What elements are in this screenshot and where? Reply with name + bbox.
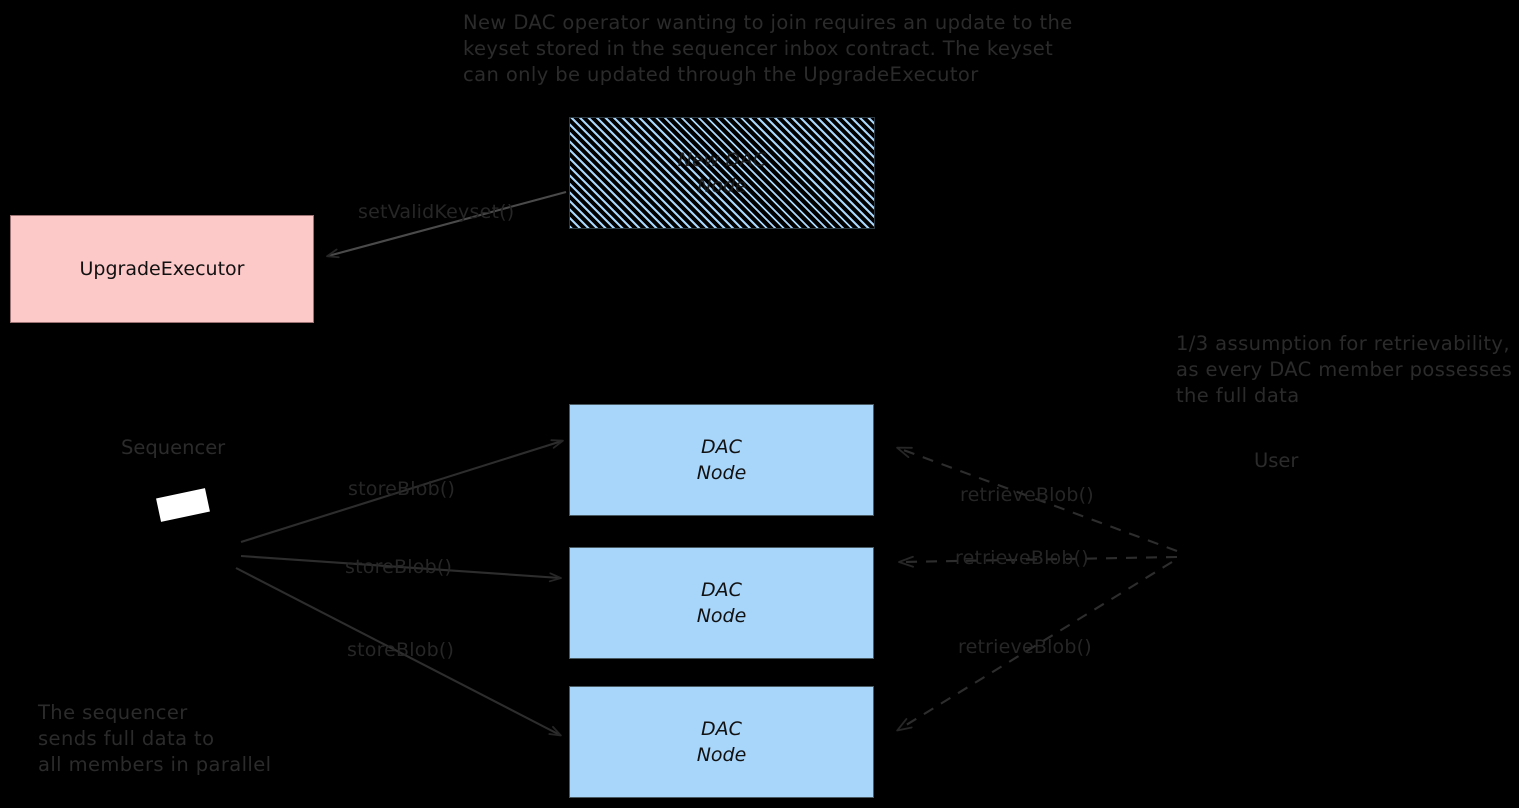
note-top: New DAC operator wanting to join require…	[463, 11, 1073, 86]
new-dac-node-box[interactable]: New DAC Node	[569, 117, 875, 229]
edge-label-store-blob-3: storeBlob()	[347, 639, 455, 661]
note-right: 1/3 assumption for retrievability, as ev…	[1176, 332, 1513, 407]
dac-node-2-box[interactable]: DAC Node	[569, 547, 874, 659]
dac-node-3-box[interactable]: DAC Node	[569, 686, 874, 798]
dac-node-2-label: DAC Node	[696, 579, 747, 627]
edge-store-blob-3	[235, 567, 562, 737]
note-bottom-left: The sequencer sends full data to all mem…	[38, 701, 272, 776]
upgrade-executor-label: UpgradeExecutor	[79, 258, 245, 280]
edge-label-retrieve-blob-2: retrieveBlob()	[955, 547, 1089, 569]
user-label: User	[1254, 449, 1299, 472]
sequencer-label: Sequencer	[121, 436, 226, 459]
dac-node-3-label: DAC Node	[696, 718, 747, 766]
edge-store-blob-1	[240, 439, 564, 544]
edge-label-store-blob-1: storeBlob()	[348, 478, 456, 500]
edge-retrieve-blob-1	[896, 446, 1178, 552]
new-dac-node-label: New DAC Node	[677, 149, 767, 197]
dac-node-1-box[interactable]: DAC Node	[569, 404, 874, 516]
edge-store-blob-2	[240, 554, 562, 583]
edge-retrieve-blob-3	[896, 561, 1173, 732]
edge-label-retrieve-blob-3: retrieveBlob()	[958, 636, 1092, 658]
edge-set-valid-keyset	[326, 190, 567, 259]
edge-label-store-blob-2: storeBlob()	[345, 556, 453, 578]
edge-label-retrieve-blob-1: retrieveBlob()	[960, 484, 1094, 506]
edge-retrieve-blob-2	[898, 555, 1178, 568]
edge-label-set-valid-keyset: setValidKeyset()	[358, 201, 515, 223]
upgrade-executor-box[interactable]: UpgradeExecutor	[10, 215, 314, 323]
dac-node-1-label: DAC Node	[696, 436, 747, 484]
